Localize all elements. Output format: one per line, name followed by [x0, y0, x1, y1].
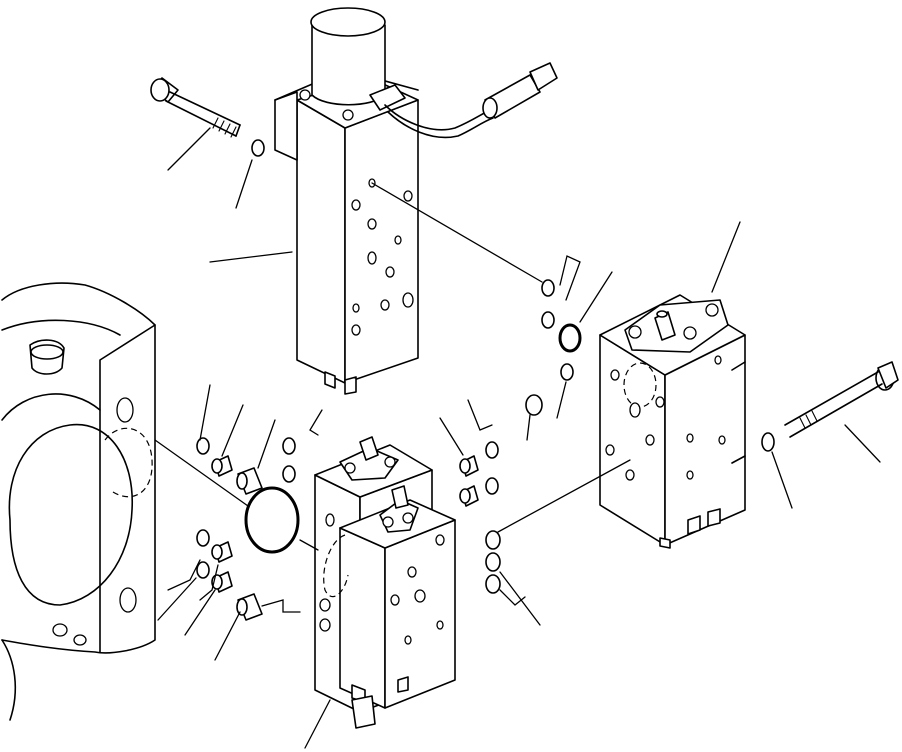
solenoid-valve	[274, 7, 558, 395]
center-lower-valve	[314, 436, 456, 729]
right-valve-block	[599, 294, 746, 549]
right-bolt	[761, 361, 899, 452]
o-rings	[196, 279, 582, 594]
pump-housing	[1, 282, 156, 721]
leader-lines	[154, 127, 881, 749]
plugs-and-collars	[211, 455, 479, 621]
upper-bolt	[150, 77, 265, 157]
